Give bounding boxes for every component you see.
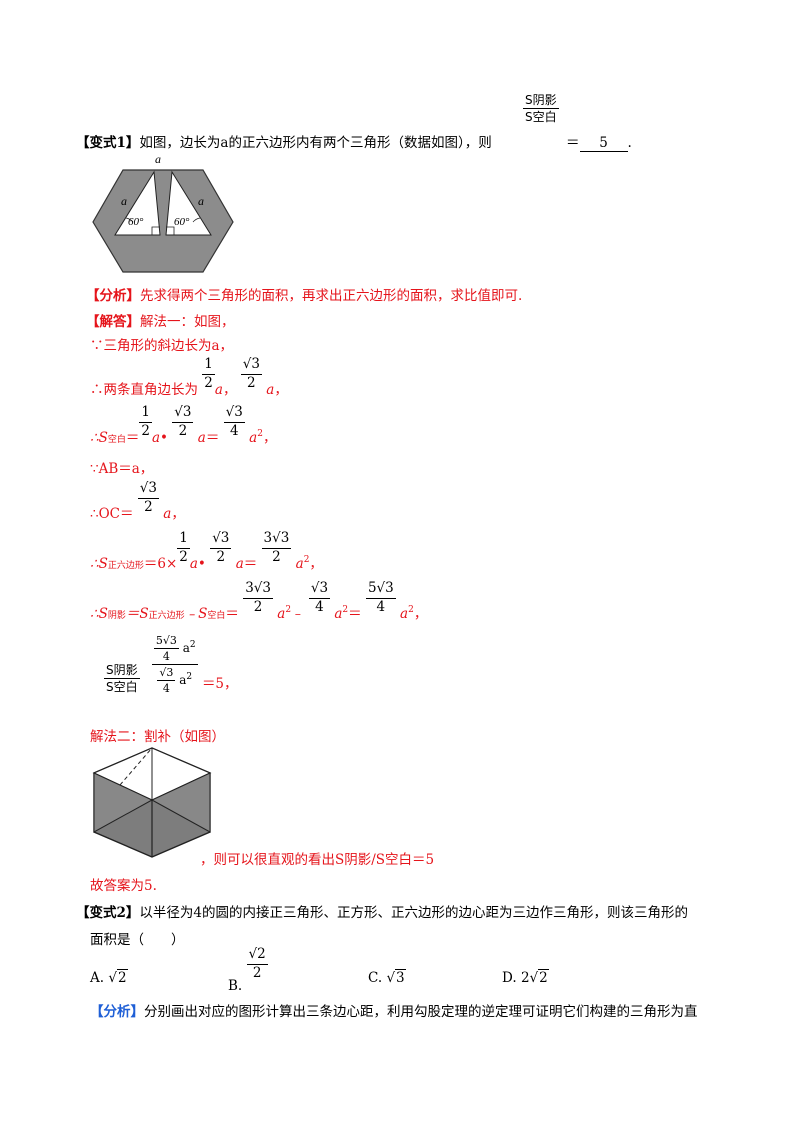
fig-label-left-side: a (121, 194, 127, 208)
right-triangle (165, 170, 212, 236)
option-d[interactable]: D. 2√2 (502, 969, 549, 986)
line7-minus: ﹣S (184, 605, 208, 622)
final-answer: 故答案为5. (90, 878, 157, 894)
analysis1: 【分析】先求得两个三角形的面积，再求出正六边形的面积，求比值即可. (86, 284, 522, 304)
line7-sub1: 阴影 (107, 610, 126, 621)
variant1-label: 【变式1】 (76, 135, 140, 151)
variant2-text1: 以半径为4的圆的内接正三角形、正方形、正六边形的边心距为三边作三角形，则该三角形… (139, 905, 688, 921)
method2-tail: ，则可以很直观的看出S阴影/S空白＝5 (200, 852, 435, 868)
solution-label: 【解答】 (86, 314, 140, 330)
line3-prefix: ∴S (90, 429, 108, 446)
line5-text: ∴OC＝ (90, 505, 134, 522)
solution-line4: ∵AB＝a， (90, 461, 154, 477)
ratio-denominator: S空白 (525, 110, 557, 124)
line8-ratio-num: S阴影 (104, 663, 140, 679)
variant2-line2: 面积是（ ） (90, 932, 185, 948)
line3-sub: 空白 (107, 434, 126, 445)
variant1-text: 如图，边长为a的正六边形内有两个三角形（数据如图），则 (139, 135, 492, 151)
period: . (627, 135, 632, 151)
line6-sub: 正六边形 (107, 560, 144, 571)
variant2-line1: 【变式2】以半径为4的圆的内接正三角形、正方形、正六边形的边心距为三边作三角形，… (76, 901, 688, 921)
analysis1-text: 先求得两个三角形的面积，再求出正六边形的面积，求比值即可. (140, 288, 523, 304)
line6-prefix: ∴S (90, 555, 108, 572)
line7-sub3: 空白 (207, 610, 226, 621)
line8-result: ＝5， (201, 676, 238, 692)
answer-blank: 5 (579, 135, 628, 152)
hexagon-figure: a a a 60° 60° (92, 152, 234, 273)
method2: 解法二：割补（如图） (90, 729, 225, 745)
line2-text: ∴两条直角边长为 (90, 381, 198, 398)
analysis2: 【分析】分别画出对应的图形计算出三条边心距，利用勾股定理的逆定理可证明它们构建的… (90, 1000, 698, 1020)
option-d-key: D. (502, 970, 517, 986)
analysis2-label: 【分析】 (90, 1004, 144, 1020)
variant2-label: 【变式2】 (76, 905, 140, 921)
analysis1-label: 【分析】 (86, 288, 140, 304)
option-b-key: B. (228, 977, 243, 994)
ratio-numerator: S阴影 (523, 93, 559, 109)
variant1-ratio: S阴影 S空白 (523, 94, 559, 123)
option-a[interactable]: A. √2 (90, 969, 128, 986)
solution-line1: ∵三角形的斜边长为a， (90, 338, 234, 354)
variant1-question: 【变式1】如图，边长为a的正六边形内有两个三角形（数据如图），则 (76, 131, 492, 151)
method1-text: 解法一：如图， (140, 314, 235, 330)
hexagon-cut-figure (92, 747, 212, 858)
line7-mid: ＝S (125, 605, 149, 622)
hexagon-shape (92, 169, 234, 273)
fig-label-right-side: a (198, 194, 204, 208)
line8-ratio-den: S空白 (106, 680, 138, 694)
line7-prefix: ∴S (90, 605, 108, 622)
variant1-answer: ＝5. (566, 131, 632, 152)
fig-label-right-angle: 60° (174, 216, 190, 228)
left-triangle (114, 170, 161, 236)
fig-label-left-angle: 60° (128, 216, 144, 228)
fig-label-top: a (155, 152, 161, 166)
line7-sub2: 正六边形 (148, 610, 185, 621)
solution-heading: 【解答】解法一：如图， (86, 310, 235, 330)
analysis2-text: 分别画出对应的图形计算出三条边心距，利用勾股定理的逆定理可证明它们构建的三角形为… (144, 1004, 698, 1020)
option-c[interactable]: C. √3 (368, 969, 406, 986)
option-a-key: A. (90, 970, 105, 986)
equals-sign: ＝ (566, 135, 580, 151)
option-c-key: C. (368, 970, 383, 986)
